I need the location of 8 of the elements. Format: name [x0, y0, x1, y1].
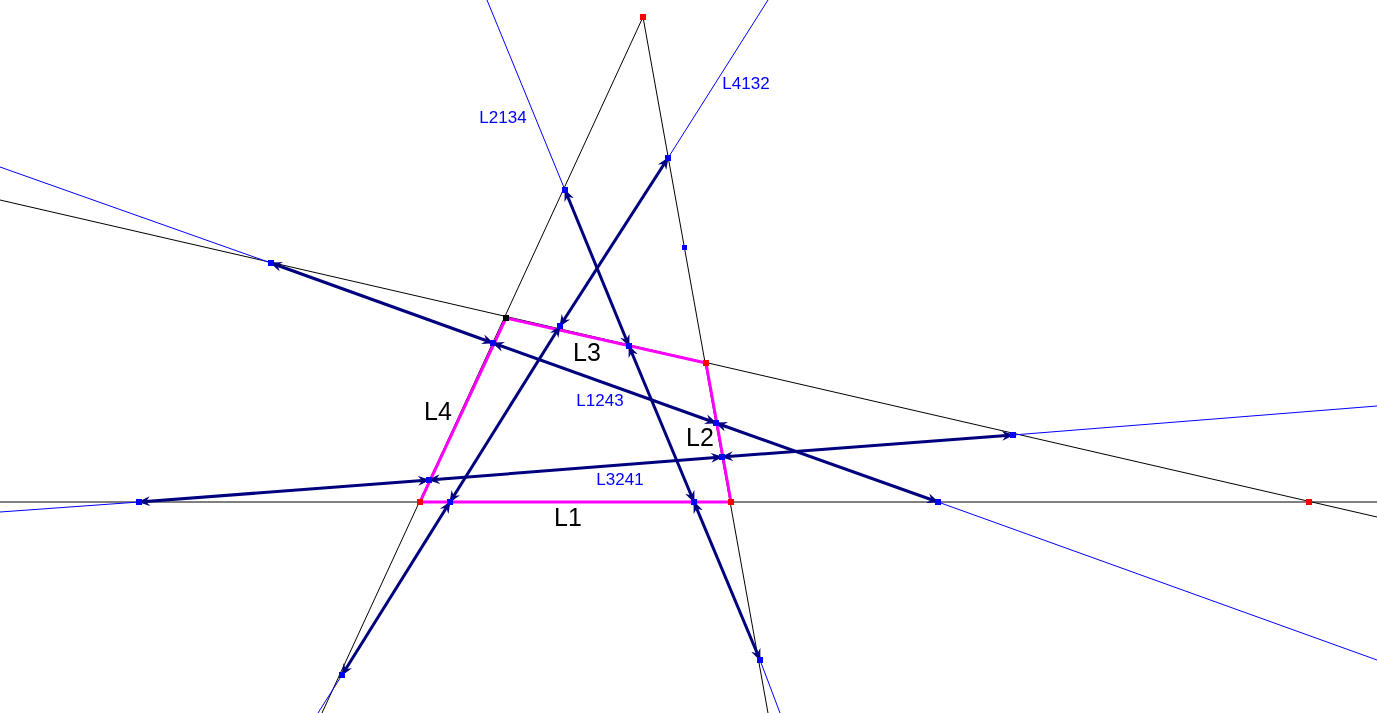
side-label: L2 — [686, 424, 714, 450]
line-label: L1243 — [576, 391, 624, 409]
line-label: L2134 — [479, 108, 527, 126]
line-label: L4132 — [722, 74, 770, 92]
side-label: L1 — [554, 504, 582, 530]
side-label: L3 — [573, 339, 601, 365]
line-label: L3241 — [596, 470, 644, 488]
side-label: L4 — [424, 398, 452, 424]
